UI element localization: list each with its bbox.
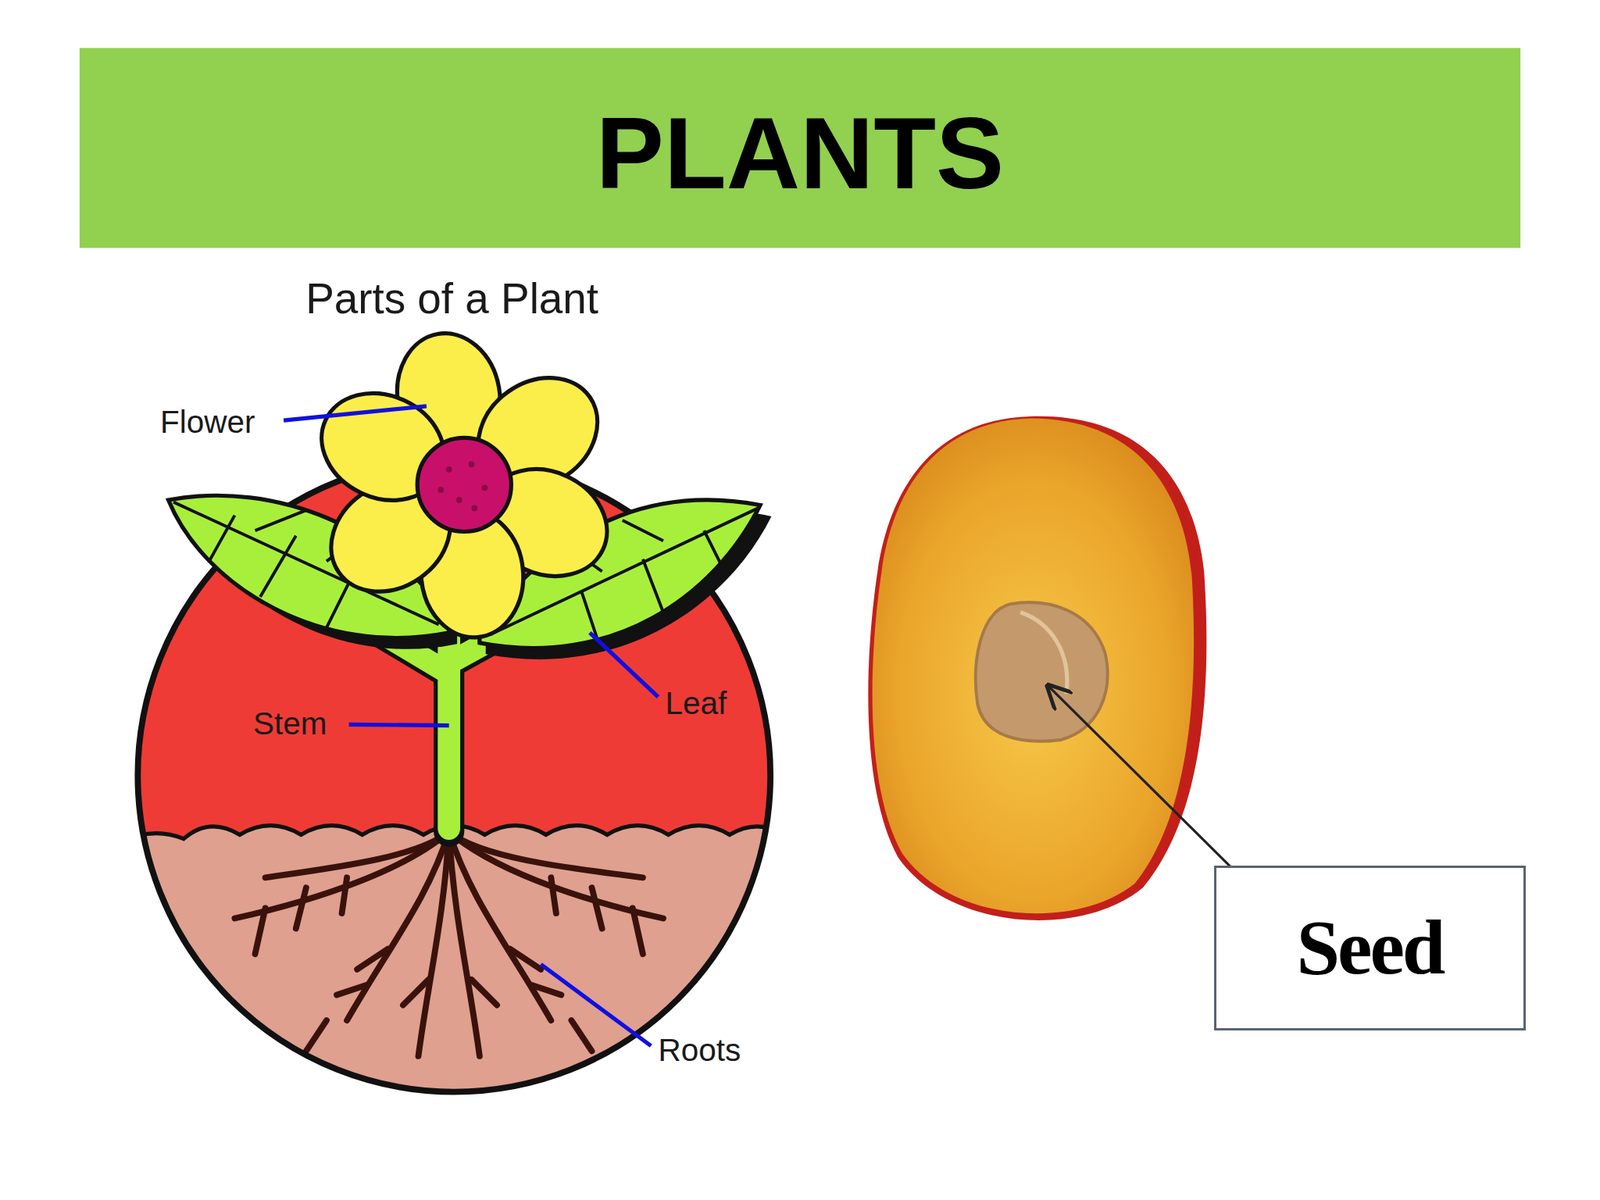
roots-drawing <box>234 831 664 1056</box>
soil <box>112 825 797 1123</box>
diagram-heading: Parts of a Plant <box>305 277 599 321</box>
part-name: Stem <box>253 707 327 740</box>
page-title: PLANTS <box>0 102 1600 205</box>
fruit-photo <box>867 416 1288 924</box>
part-name: Flower <box>160 406 255 438</box>
part-name: Roots <box>657 1034 741 1066</box>
leader-lines <box>283 406 658 1047</box>
label-box: Seed <box>1214 865 1525 1032</box>
part-name: Leaf <box>665 687 728 719</box>
part-name: Seed <box>1296 908 1443 987</box>
flower-drawing <box>303 325 625 642</box>
